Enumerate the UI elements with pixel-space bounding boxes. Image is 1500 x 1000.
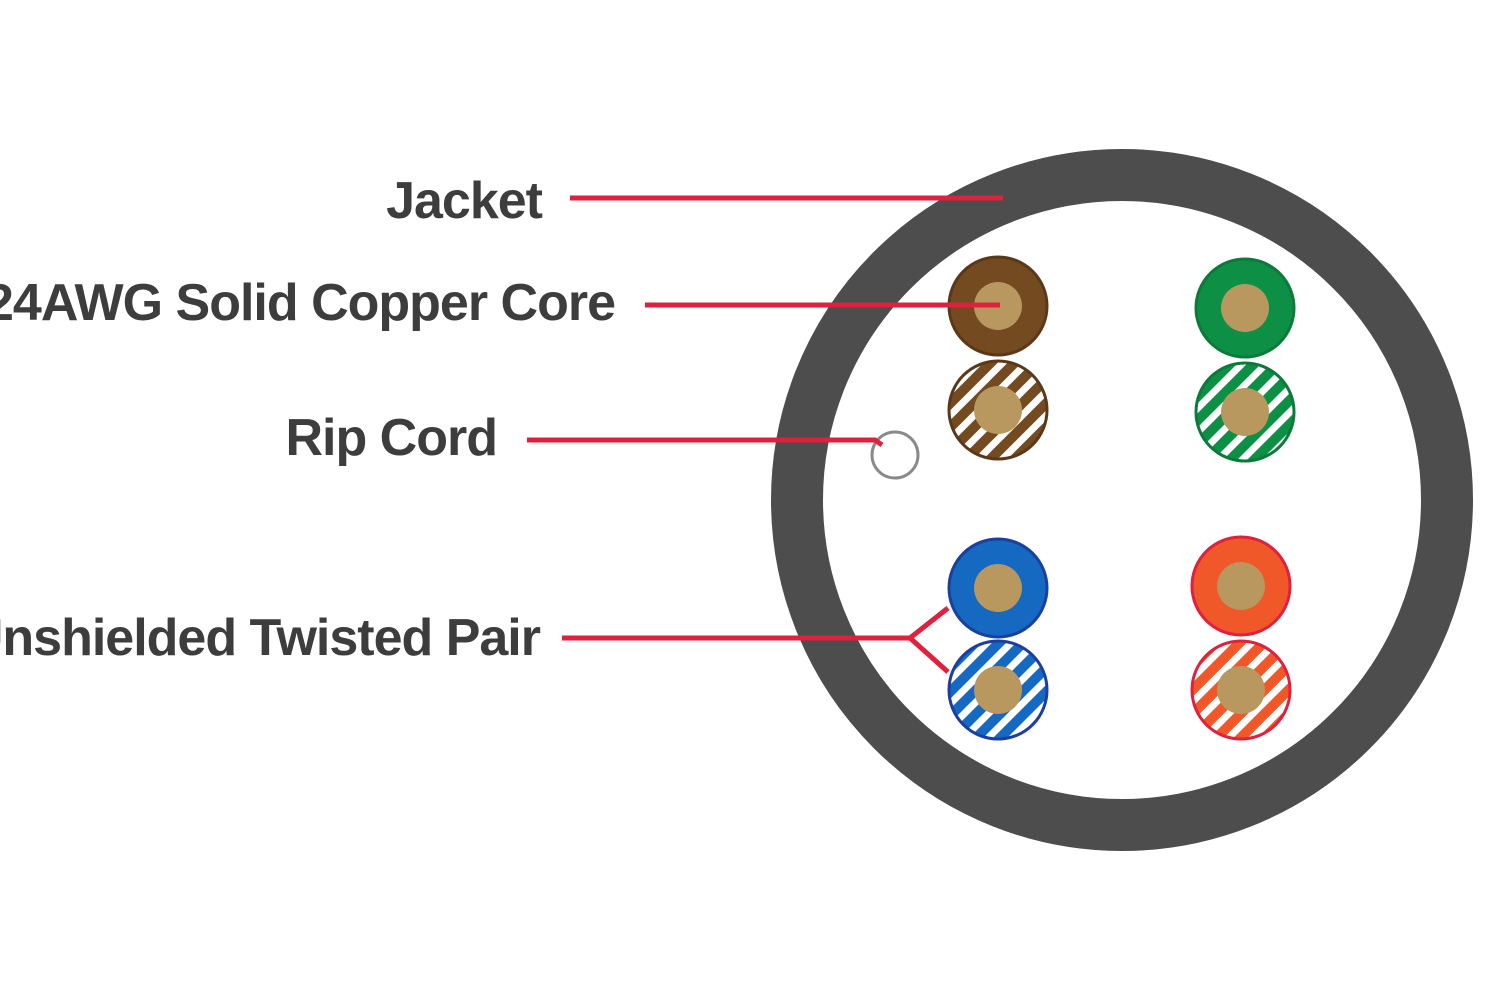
rip-cord-label: Rip Cord <box>285 409 497 467</box>
conductor-group <box>947 255 1296 741</box>
jacket-label: Jacket <box>386 172 543 230</box>
twisted-pair-leader-branch-bottom <box>908 636 950 674</box>
leader-lines <box>527 195 1003 674</box>
green-striped-copper-core <box>1221 388 1269 436</box>
jacket-ring <box>771 149 1473 851</box>
brown-striped-copper-core <box>974 386 1022 434</box>
blue-solid-copper-core <box>974 564 1022 612</box>
twisted-pair-label: Unshielded Twisted Pair <box>0 609 541 667</box>
core-label: 24AWG Solid Copper Core <box>0 274 615 332</box>
blue-striped-copper-core <box>974 666 1022 714</box>
rip-cord-leader-line <box>527 437 884 448</box>
orange-striped-copper-core <box>1217 666 1265 714</box>
twisted-pair-leader-branch-top <box>908 606 950 640</box>
rip-cord <box>870 430 920 480</box>
green-solid-copper-core <box>1221 284 1269 332</box>
orange-solid-copper-core <box>1217 562 1265 610</box>
